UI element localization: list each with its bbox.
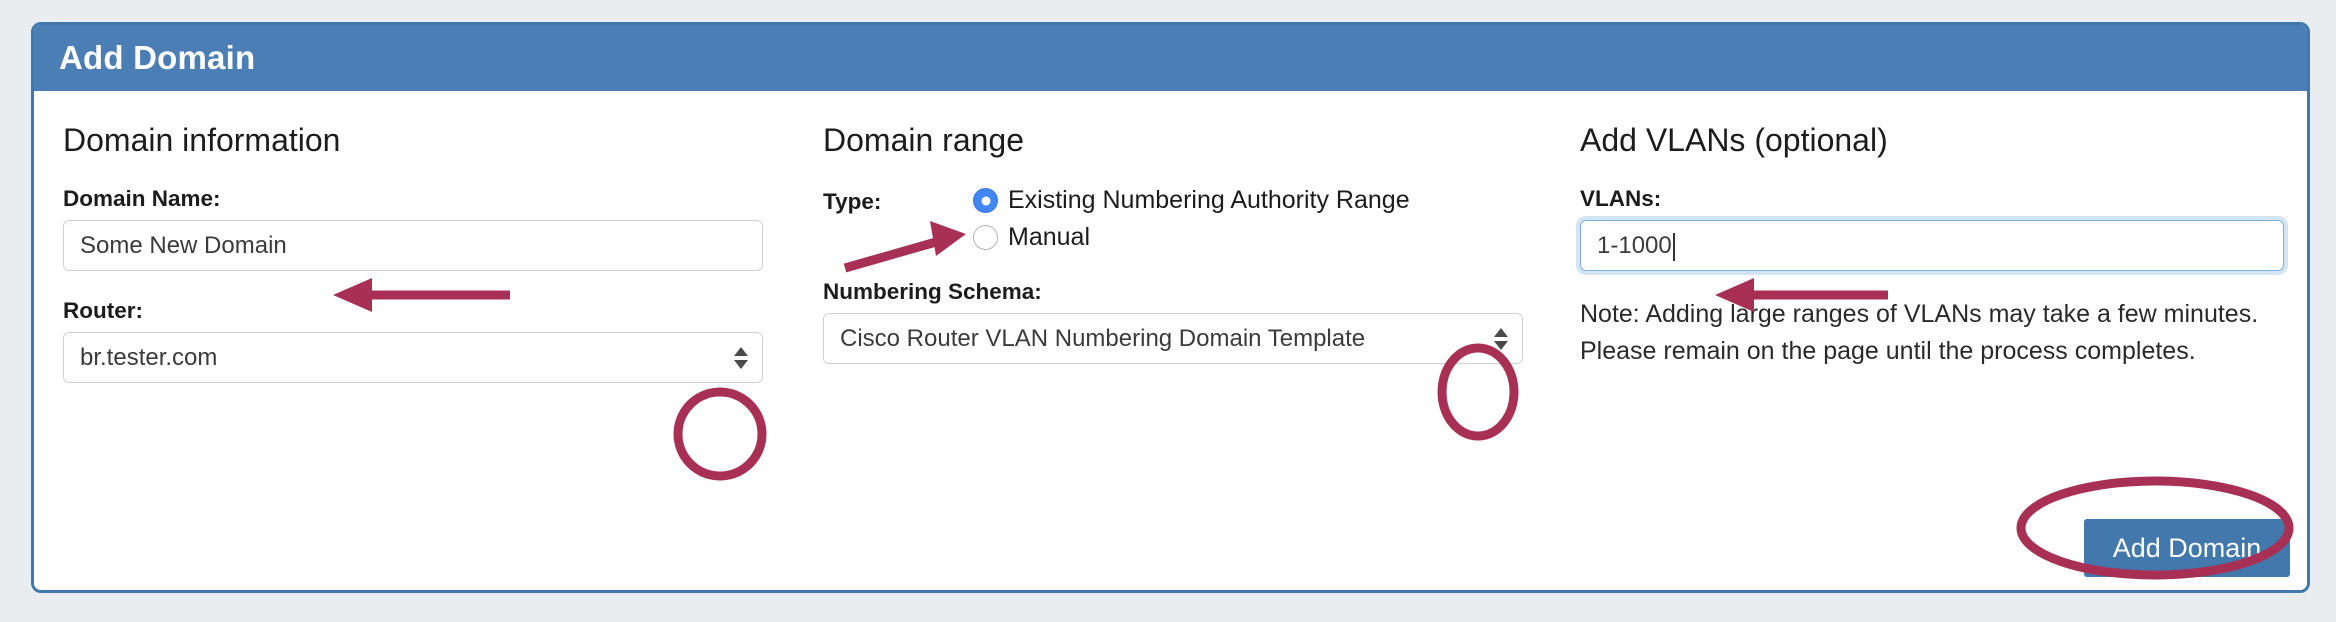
domain-name-input[interactable]: Some New Domain — [63, 220, 763, 272]
select-updown-arrows-icon[interactable] — [734, 346, 748, 369]
domain-name-label: Domain Name: — [63, 186, 221, 212]
add-vlans-column: Add VLANs (optional) VLANs: 1-1000 Note:… — [1580, 91, 2307, 369]
text-caret — [1672, 232, 1675, 261]
type-radio-manual[interactable]: Manual — [973, 223, 1410, 252]
vlans-value: 1-1000 — [1597, 231, 1672, 259]
panel-body: Domain information Domain Name: Some New… — [34, 91, 2307, 590]
type-radio-existing[interactable]: Existing Numbering Authority Range — [973, 186, 1410, 215]
domain-information-column: Domain information Domain Name: Some New… — [63, 91, 793, 384]
vlans-input[interactable]: 1-1000 — [1580, 220, 2284, 272]
add-domain-button[interactable]: Add Domain — [2084, 519, 2290, 577]
domain-name-value: Some New Domain — [80, 231, 287, 259]
domain-range-column: Domain range Type: Existing Numbering Au… — [823, 91, 1553, 365]
type-label: Type: — [823, 189, 882, 215]
add-domain-panel: Add Domain Domain information Domain Nam… — [31, 22, 2310, 593]
page-title: Add Domain — [59, 39, 256, 76]
numbering-schema-select[interactable]: Cisco Router VLAN Numbering Domain Templ… — [823, 313, 1523, 365]
type-radio-group: Existing Numbering Authority Range Manua… — [973, 186, 1410, 252]
type-row: Type: Existing Numbering Authority Range… — [823, 186, 1553, 252]
router-label: Router: — [63, 298, 143, 324]
type-radio-existing-label: Existing Numbering Authority Range — [1008, 186, 1410, 215]
type-radio-manual-label: Manual — [1008, 223, 1090, 252]
numbering-schema-label: Numbering Schema: — [823, 279, 1042, 305]
vlans-note: Note: Adding large ranges of VLANs may t… — [1580, 300, 2259, 365]
select-updown-arrows-icon[interactable] — [1494, 327, 1508, 350]
router-select[interactable]: br.tester.com — [63, 332, 763, 384]
radio-unselected-icon[interactable] — [973, 225, 998, 251]
router-value: br.tester.com — [80, 343, 218, 371]
domain-range-heading: Domain range — [823, 122, 1024, 158]
numbering-schema-value: Cisco Router VLAN Numbering Domain Templ… — [840, 324, 1366, 352]
panel-header: Add Domain — [34, 25, 2307, 91]
vlans-label: VLANs: — [1580, 186, 1662, 212]
domain-information-heading: Domain information — [63, 122, 341, 158]
radio-selected-icon[interactable] — [973, 188, 998, 214]
add-vlans-heading: Add VLANs (optional) — [1580, 122, 1888, 158]
